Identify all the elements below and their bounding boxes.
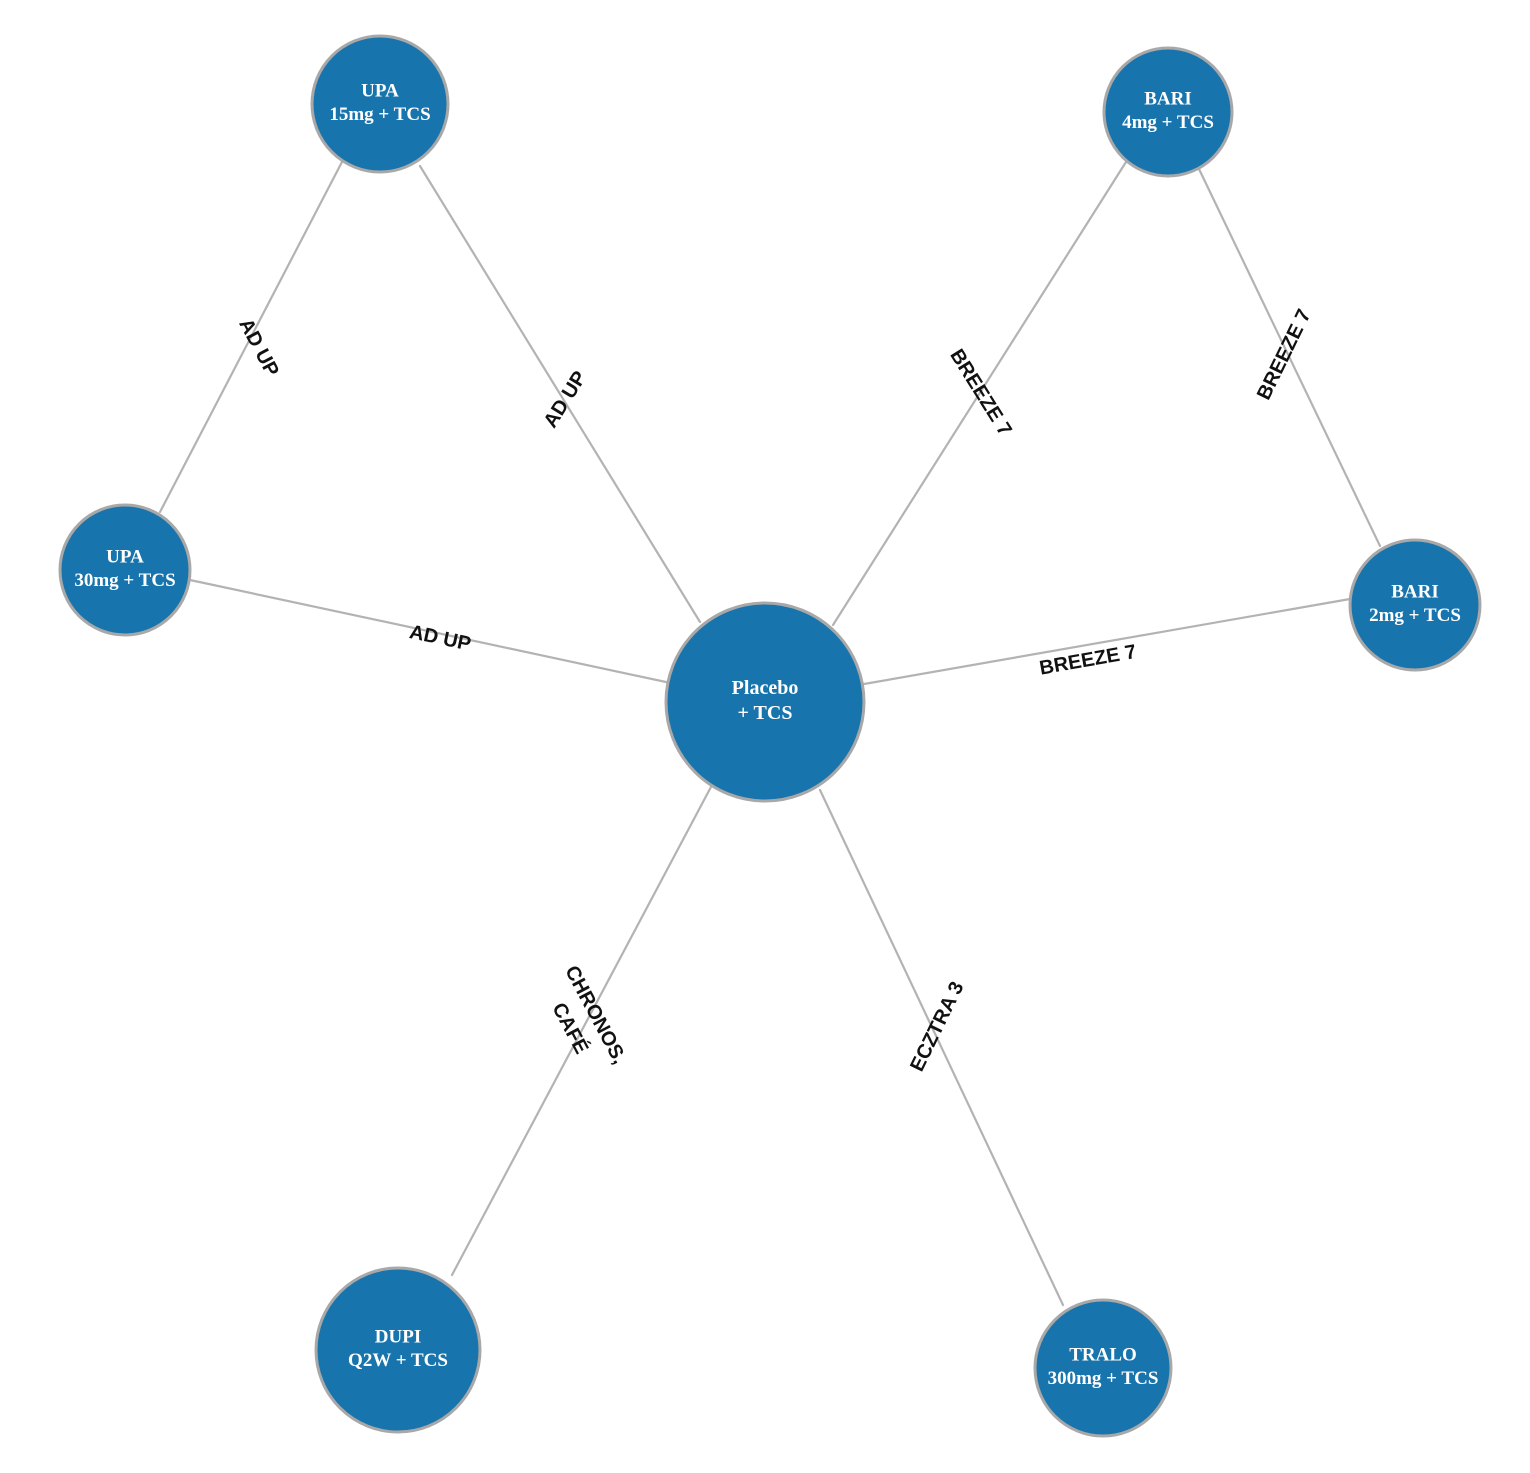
node-label-line1: Placebo — [732, 677, 799, 699]
edge-label: AD UP — [407, 621, 472, 655]
node-circle[interactable] — [58, 503, 192, 637]
edge-label-group: CHRONOS,CAFÉ — [547, 962, 630, 1068]
node-label-line2: 2mg + TCS — [1369, 605, 1461, 626]
graph-edge — [450, 783, 714, 1277]
graph-edge — [818, 788, 1065, 1307]
node-circle[interactable] — [310, 34, 450, 174]
edge-label-group: AD UP — [407, 621, 472, 655]
graph-edge — [188, 578, 668, 684]
graph-edge — [1197, 167, 1382, 548]
graph-node[interactable]: Placebo + TCS — [664, 601, 866, 803]
node-label-line2: + TCS — [738, 702, 793, 724]
node-label-line1: DUPI — [375, 1327, 421, 1348]
node-label-line2: Q2W + TCS — [348, 1350, 448, 1371]
node-label-line2: 30mg + TCS — [74, 570, 175, 591]
edge-label: BREEZE 7 — [945, 345, 1015, 440]
edge-label-group: AD UP — [234, 315, 283, 380]
node-label-line1: UPA — [361, 81, 399, 102]
node-label-line2: 300mg + TCS — [1048, 1368, 1159, 1389]
node-label-line2: 15mg + TCS — [329, 104, 430, 125]
node-circle[interactable] — [1033, 1298, 1173, 1438]
node-label-line2: 4mg + TCS — [1122, 112, 1214, 133]
edge-label-group: BREEZE 7 — [945, 345, 1015, 440]
node-circle[interactable] — [664, 601, 866, 803]
node-circle[interactable] — [1348, 538, 1482, 672]
graph-edge — [418, 164, 702, 624]
node-label-line1: BARI — [1391, 582, 1439, 603]
graph-edge — [158, 158, 345, 514]
node-label-line1: TRALO — [1069, 1345, 1137, 1366]
node-circle[interactable] — [1102, 46, 1234, 178]
edge-label: AD UP — [540, 367, 592, 431]
edge-label-group: BREEZE 7 — [1253, 306, 1316, 404]
edge-label-group: BREEZE 7 — [1038, 641, 1138, 680]
edges-group — [158, 158, 1382, 1307]
edge-label-group: AD UP — [540, 367, 592, 431]
edge-label: AD UP — [234, 315, 283, 380]
edge-label: BREEZE 7 — [1253, 306, 1316, 404]
node-label-line1: UPA — [106, 547, 144, 568]
node-circle[interactable] — [314, 1266, 482, 1434]
edge-label: BREEZE 7 — [1038, 641, 1138, 680]
node-label-line1: BARI — [1144, 89, 1192, 110]
graph-edge — [831, 160, 1128, 627]
graph-edge — [862, 597, 1352, 686]
